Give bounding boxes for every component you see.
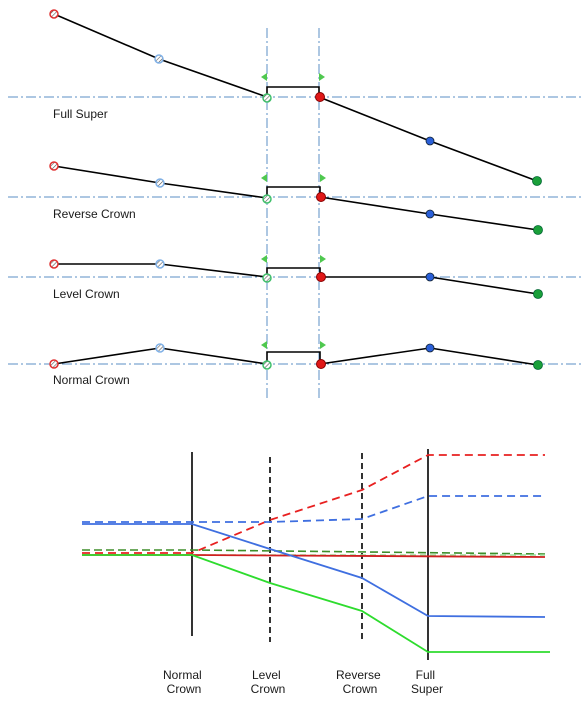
left-flag-icon [261,73,267,81]
edge-right-point [532,176,542,186]
section-label: Reverse Crown [53,207,136,221]
pivot-left-point [262,194,272,204]
blue-dashed-line [82,495,545,523]
full-super-label: Full Super [411,668,443,696]
edge-left-point [49,161,59,171]
transition-diagram-panel: Normal Crown Level Crown Reverse Crown F… [82,449,550,696]
reverse-crown-label: Reverse Crown [336,668,384,696]
edge-left-point [49,359,59,369]
normal-crown-label: Normal Crown [163,668,205,696]
section-normal-crown: Normal Crown [8,341,584,387]
olive-dashed-line [82,549,546,555]
red-dashed-line [82,454,545,554]
pivot-left-point [262,360,272,370]
section-label: Full Super [53,107,108,121]
median-box [266,351,321,364]
right-flag-icon [320,174,326,182]
green-solid-line [82,554,550,653]
right-flag-icon [319,73,325,81]
edge-right-center-point [425,136,435,146]
section-level-crown: Level Crown [8,255,584,301]
median-box [266,86,320,97]
cross-sections-panel: Full Super Reverse Crown [8,9,584,400]
pivot-right-point [316,359,326,369]
edge-right-point [533,225,543,235]
edge-left-point [49,9,59,19]
median-box [266,267,321,277]
edge-right-point [533,289,543,299]
left-flag-icon [261,174,267,182]
edge-left-center-point [155,178,165,188]
pivot-right-point [316,272,326,282]
section-label: Level Crown [53,287,120,301]
pivot-left-point [262,93,272,103]
edge-left-center-point [155,259,165,269]
pivot-left-point [262,273,272,283]
blue-solid-line [82,523,546,618]
pivot-right-point [316,192,326,202]
edge-right-center-point [425,343,435,353]
left-flag-icon [261,341,267,349]
level-crown-label: Level Crown [251,668,286,696]
section-reverse-crown: Reverse Crown [8,161,584,235]
median-box [266,186,321,198]
right-flag-icon [320,341,326,349]
left-flag-icon [261,255,267,263]
edge-left-center-point [155,343,165,353]
right-flag-icon [320,255,326,263]
pivot-right-point [315,92,325,102]
edge-right-center-point [425,272,435,282]
section-label: Normal Crown [53,373,130,387]
edge-left-center-point [154,54,164,64]
edge-left-point [49,259,59,269]
section-full-super: Full Super [8,9,584,186]
edge-right-point [533,360,543,370]
edge-right-center-point [425,209,435,219]
